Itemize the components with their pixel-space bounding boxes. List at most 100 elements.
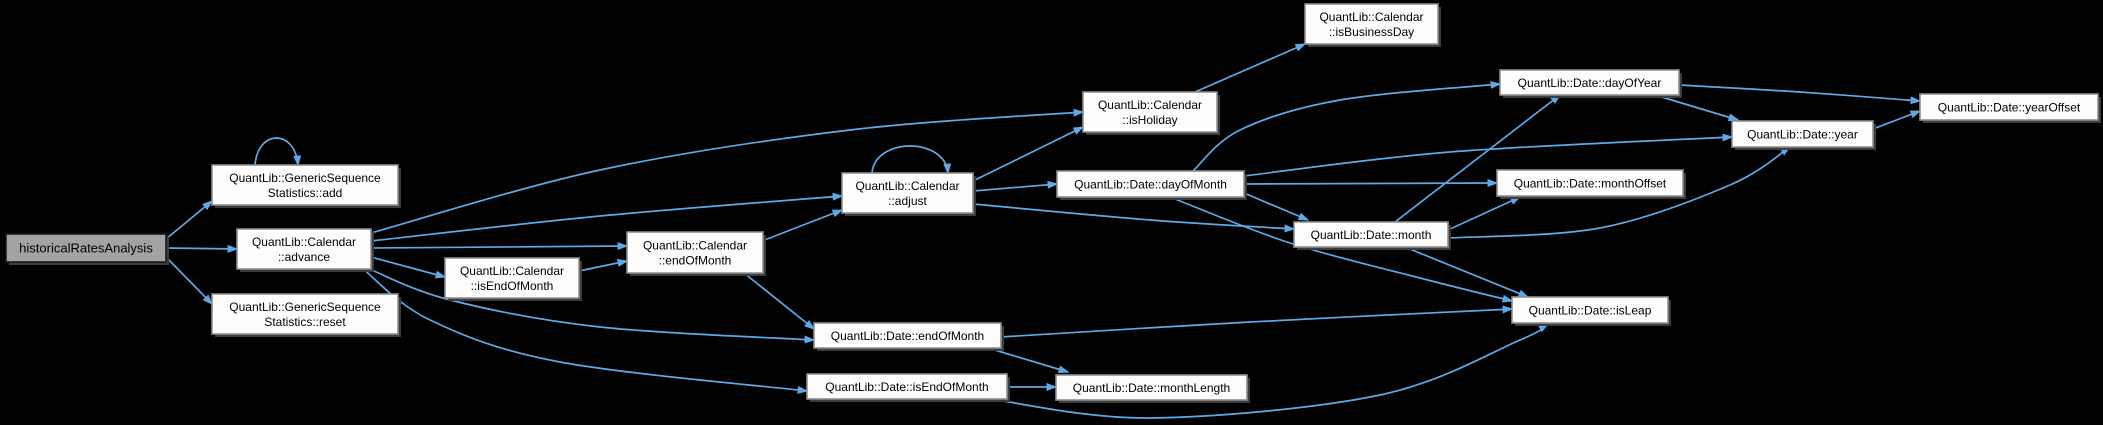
node-box [5, 233, 167, 263]
node-label: QuantLib::Calendar [855, 179, 959, 193]
edge-date-dayOfYear--date-year [1654, 94, 1740, 122]
node-date-monthOffset[interactable]: QuantLib::Date::monthOffset [1496, 169, 1686, 199]
node-box [1055, 374, 1248, 401]
edge-date-month--date-monthOffset [1447, 196, 1522, 231]
edge-calendar-adjust--calendar-adjust [871, 145, 952, 175]
node-calendar-advance[interactable]: QuantLib::Calendar::advance [236, 228, 374, 272]
edge-date-dayOfMonth--date-dayOfYear [1192, 80, 1502, 172]
edge-calendar-advance--calendar-adjust [370, 192, 844, 242]
node-date-yearOffset[interactable]: QuantLib::Date::yearOffset [1919, 93, 2101, 123]
node-box [211, 293, 399, 335]
edge-date-dayOfMonth--date-isLeap [1169, 196, 1514, 303]
node-date-dayOfYear[interactable]: QuantLib::Date::dayOfYear [1499, 69, 1682, 98]
edge-date-month--date-dayOfYear [1394, 94, 1562, 223]
edge-historicalRatesAnalysis--calendar-advance [165, 244, 239, 253]
node-box [626, 231, 764, 274]
node-box [1056, 170, 1245, 198]
edge-stats-add--stats-add [254, 137, 302, 167]
edge-calendar-isHoliday--calendar-isBusinessDay [1194, 43, 1307, 93]
node-label: QuantLib::Date::monthOffset [1514, 177, 1667, 191]
edge-calendar-advance--calendar-endOfMonth [370, 242, 629, 251]
edge-historicalRatesAnalysis--stats-add [165, 200, 214, 240]
node-label: ::adjust [888, 194, 927, 208]
node-calendar-isHoliday[interactable]: QuantLib::Calendar::isHoliday [1082, 91, 1220, 135]
edge-calendar-advance--date-endOfMonth [366, 267, 816, 344]
node-box [1499, 69, 1680, 96]
node-label: QuantLib::Calendar [1319, 10, 1423, 24]
node-label: ::isHoliday [1122, 113, 1177, 127]
node-box [236, 228, 372, 270]
node-label: ::advance [278, 250, 330, 264]
node-label: ::endOfMonth [659, 254, 732, 268]
node-box [1496, 169, 1684, 197]
node-box [1293, 221, 1449, 248]
node-label: QuantLib::Date::yearOffset [1938, 101, 2081, 115]
node-box [211, 164, 399, 206]
edge-calendar-adjust--date-dayOfMonth [972, 180, 1059, 192]
node-date-endOfMonth[interactable]: QuantLib::Date::endOfMonth [813, 322, 1004, 351]
node-label: QuantLib::Date::isEndOfMonth [825, 380, 988, 394]
node-box [841, 172, 974, 214]
node-label: QuantLib::Calendar [643, 239, 747, 253]
node-label: QuantLib::GenericSequence [229, 171, 381, 185]
edge-calendar-advance--calendar-isHoliday [370, 108, 1085, 234]
node-calendar-isEndOfMonth[interactable]: QuantLib::Calendar::isEndOfMonth [444, 257, 582, 301]
node-label: QuantLib::Date::month [1311, 228, 1432, 242]
edge-date-year--date-yearOffset [1872, 110, 1922, 130]
node-label: QuantLib::Date::year [1747, 128, 1858, 142]
node-label: QuantLib::Date::dayOfMonth [1074, 178, 1227, 192]
edge-date-dayOfYear--date-yearOffset [1678, 84, 1922, 105]
node-label: QuantLib::Date::dayOfYear [1518, 76, 1662, 90]
edge-date-dayOfMonth--date-month [1243, 192, 1310, 221]
node-label: Statistics::reset [264, 315, 346, 329]
node-date-dayOfMonth[interactable]: QuantLib::Date::dayOfMonth [1056, 170, 1247, 200]
node-layer: historicalRatesAnalysisQuantLib::Generic… [5, 3, 2101, 403]
node-box [1919, 93, 2099, 121]
edge-date-month--date-year [1447, 146, 1792, 239]
node-stats-reset[interactable]: QuantLib::GenericSequenceStatistics::res… [211, 293, 401, 337]
node-box [1731, 120, 1874, 148]
node-label: QuantLib::Date::monthLength [1073, 381, 1230, 395]
edge-date-dayOfMonth--date-year [1243, 133, 1734, 177]
edge-date-endOfMonth--date-isLeap [1000, 305, 1514, 338]
edge-historicalRatesAnalysis--stats-reset [165, 256, 214, 306]
node-label: Statistics::add [268, 186, 343, 200]
node-box [1511, 296, 1669, 324]
edge-calendar-endOfMonth--date-endOfMonth [743, 272, 816, 330]
edge-calendar-endOfMonth--calendar-adjust [761, 209, 844, 242]
node-label: QuantLib::Calendar [460, 264, 564, 278]
node-label: QuantLib::Calendar [1098, 98, 1202, 112]
edge-calendar-adjust--calendar-isHoliday [972, 126, 1085, 182]
edge-date-dayOfMonth--date-monthOffset [1243, 179, 1499, 188]
edge-calendar-isEndOfMonth--calendar-endOfMonth [578, 259, 629, 272]
node-box [1304, 3, 1439, 45]
edge-date-month--date-isLeap [1404, 246, 1530, 298]
node-date-isEndOfMonth[interactable]: QuantLib::Date::isEndOfMonth [806, 373, 1010, 402]
edge-layer [165, 43, 1922, 419]
node-box [813, 322, 1002, 349]
node-date-monthLength[interactable]: QuantLib::Date::monthLength [1055, 374, 1250, 403]
node-label: QuantLib::Date::isLeap [1529, 304, 1652, 318]
node-label: historicalRatesAnalysis [19, 241, 153, 256]
edge-calendar-advance--calendar-isEndOfMonth [370, 256, 447, 279]
node-date-isLeap[interactable]: QuantLib::Date::isLeap [1511, 296, 1671, 326]
edge-calendar-adjust--date-month [972, 203, 1296, 233]
node-label: ::isBusinessDay [1329, 25, 1414, 39]
node-label: QuantLib::Calendar [252, 235, 356, 249]
node-box [1082, 91, 1218, 133]
node-date-year[interactable]: QuantLib::Date::year [1731, 120, 1876, 150]
node-calendar-endOfMonth[interactable]: QuantLib::Calendar::endOfMonth [626, 231, 766, 276]
node-label: QuantLib::GenericSequence [229, 300, 381, 314]
node-box [444, 257, 580, 299]
node-date-month[interactable]: QuantLib::Date::month [1293, 221, 1451, 250]
node-calendar-isBusinessDay[interactable]: QuantLib::Calendar::isBusinessDay [1304, 3, 1441, 47]
node-historicalRatesAnalysis: historicalRatesAnalysis [5, 233, 169, 265]
node-calendar-adjust[interactable]: QuantLib::Calendar::adjust [841, 172, 976, 216]
node-label: QuantLib::Date::endOfMonth [831, 329, 984, 343]
node-label: ::isEndOfMonth [471, 279, 554, 293]
edge-date-isEndOfMonth--date-isLeap [989, 323, 1550, 419]
